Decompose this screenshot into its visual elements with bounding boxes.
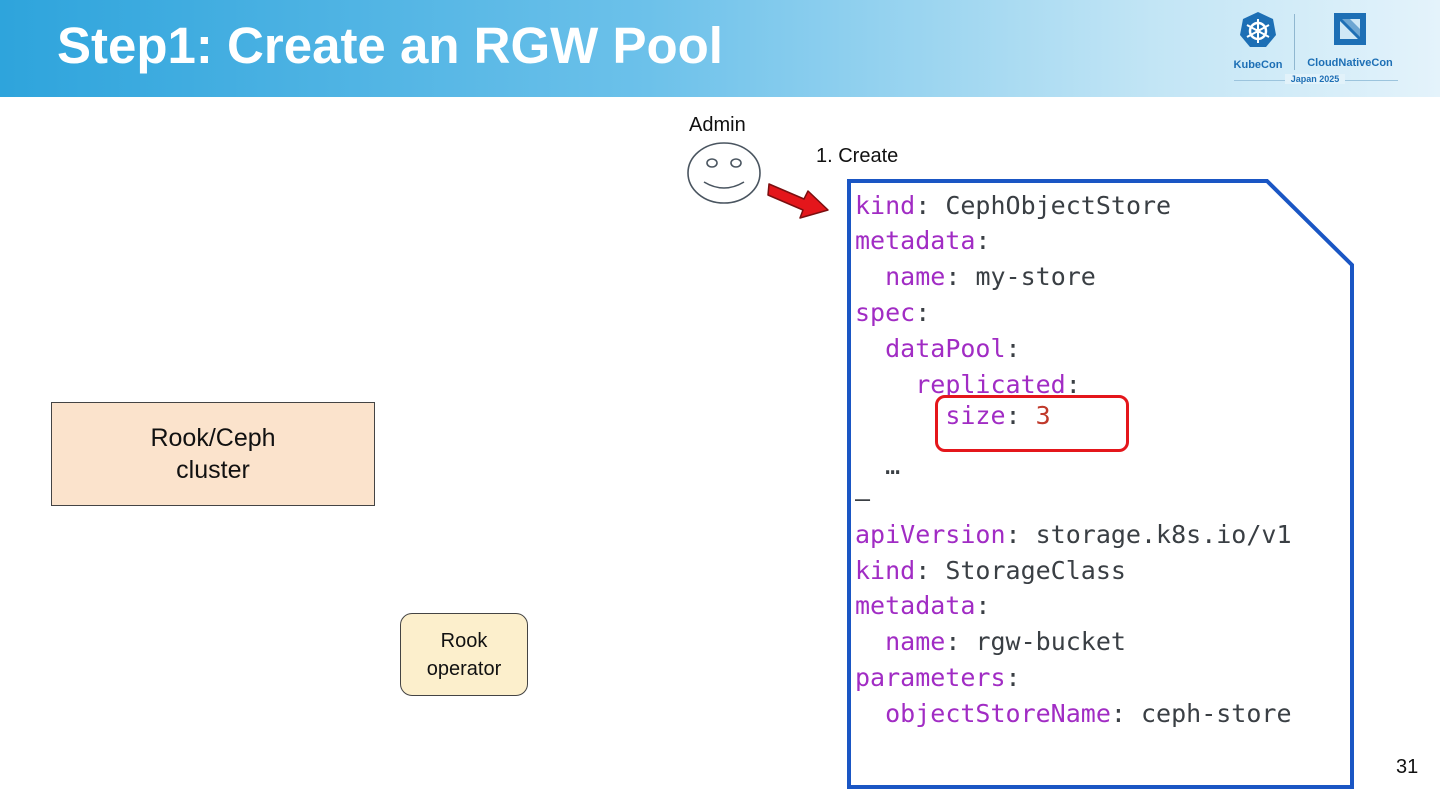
- yaml-value: CephObjectStore: [945, 191, 1172, 220]
- yaml-line: size: 3: [855, 398, 1051, 434]
- yaml-key: name: [885, 627, 946, 656]
- yaml-separator: :: [1110, 699, 1141, 728]
- yaml-line: parameters:: [855, 660, 1021, 696]
- yaml-separator: :: [1005, 334, 1021, 363]
- yaml-separator: :: [945, 627, 976, 656]
- yaml-line: spec:: [855, 295, 930, 331]
- replica-size-highlight: [935, 395, 1129, 452]
- yaml-line: name: rgw-bucket: [855, 624, 1126, 660]
- yaml-key: kind: [855, 556, 916, 585]
- yaml-value: StorageClass: [945, 556, 1126, 585]
- yaml-key: objectStoreName: [885, 699, 1111, 728]
- kubecon-logo: KubeCon CloudNativeCon Japan 2025: [1228, 10, 1408, 90]
- yaml-line: metadata:: [855, 588, 990, 624]
- yaml-separator: :: [975, 591, 991, 620]
- yaml-key: parameters: [855, 663, 1006, 692]
- yaml-line: replicated:: [855, 367, 1081, 403]
- yaml-key: kind: [855, 191, 916, 220]
- yaml-key: apiVersion: [855, 520, 1006, 549]
- yaml-indent: [855, 627, 885, 656]
- yaml-indent: [855, 262, 885, 291]
- create-step-label: 1. Create: [816, 145, 899, 167]
- yaml-line: apiVersion: storage.k8s.io/v1: [855, 517, 1292, 553]
- yaml-key: metadata: [855, 591, 976, 620]
- rook-operator-box: Rook operator: [400, 613, 528, 696]
- yaml-separator: :: [1005, 520, 1036, 549]
- yaml-line: metadata:: [855, 223, 990, 259]
- yaml-separator: :: [1065, 370, 1081, 399]
- rook-ceph-cluster-box: Rook/Ceph cluster: [51, 402, 375, 506]
- yaml-separator: :: [915, 556, 946, 585]
- yaml-indent: [855, 699, 885, 728]
- operator-label: Rook operator: [426, 629, 502, 680]
- yaml-value: my-store: [975, 262, 1096, 291]
- admin-label: Admin: [689, 114, 746, 136]
- yaml-text: …: [885, 451, 901, 480]
- yaml-key: replicated: [915, 370, 1066, 399]
- yaml-separator: :: [915, 298, 931, 327]
- logo-divider: [1294, 14, 1295, 70]
- yaml-key: size: [945, 401, 1006, 430]
- cloudnativecon-text: CloudNativeCon: [1307, 57, 1393, 69]
- yaml-separator: :: [1005, 663, 1021, 692]
- yaml-line: –: [855, 481, 870, 517]
- admin-smiley-icon: [687, 142, 761, 204]
- logo-subtitle-text: Japan 2025: [1284, 74, 1346, 84]
- yaml-line: name: my-store: [855, 259, 1096, 295]
- yaml-value: 3: [1035, 401, 1051, 430]
- cloudnativecon-mark: CloudNativeCon: [1298, 10, 1402, 69]
- yaml-value: rgw-bucket: [975, 627, 1126, 656]
- yaml-indent: [855, 451, 885, 480]
- cncf-square-icon: [1334, 13, 1366, 45]
- yaml-text: –: [855, 484, 871, 513]
- yaml-separator: :: [945, 262, 976, 291]
- yaml-key: metadata: [855, 226, 976, 255]
- yaml-separator: :: [1005, 401, 1036, 430]
- page-number: 31: [1396, 756, 1419, 778]
- yaml-key: spec: [855, 298, 916, 327]
- yaml-value: ceph-store: [1141, 699, 1292, 728]
- logo-subtitle: Japan 2025: [1228, 74, 1402, 84]
- yaml-line: kind: StorageClass: [855, 553, 1126, 589]
- yaml-indent: [855, 370, 915, 399]
- kubernetes-wheel-icon: [1240, 12, 1276, 47]
- slide-title: Step1: Create an RGW Pool: [57, 17, 723, 74]
- yaml-line: …: [855, 448, 900, 484]
- yaml-separator: :: [915, 191, 946, 220]
- kubecon-mark: KubeCon: [1228, 10, 1288, 71]
- yaml-key: dataPool: [885, 334, 1006, 363]
- yaml-line: dataPool:: [855, 331, 1021, 367]
- yaml-indent: [855, 401, 945, 430]
- yaml-line: kind: CephObjectStore: [855, 188, 1171, 224]
- cluster-label: Rook/Ceph cluster: [150, 424, 276, 484]
- kubecon-text: KubeCon: [1233, 59, 1283, 71]
- yaml-key: name: [885, 262, 946, 291]
- yaml-document-frame: [847, 179, 1354, 789]
- title-banner: Step1: Create an RGW Pool KubeCon: [0, 0, 1440, 97]
- yaml-line: objectStoreName: ceph-store: [855, 696, 1292, 732]
- create-arrow-icon: [767, 183, 829, 219]
- yaml-value: storage.k8s.io/v1: [1035, 520, 1292, 549]
- yaml-indent: [855, 334, 885, 363]
- yaml-separator: :: [975, 226, 991, 255]
